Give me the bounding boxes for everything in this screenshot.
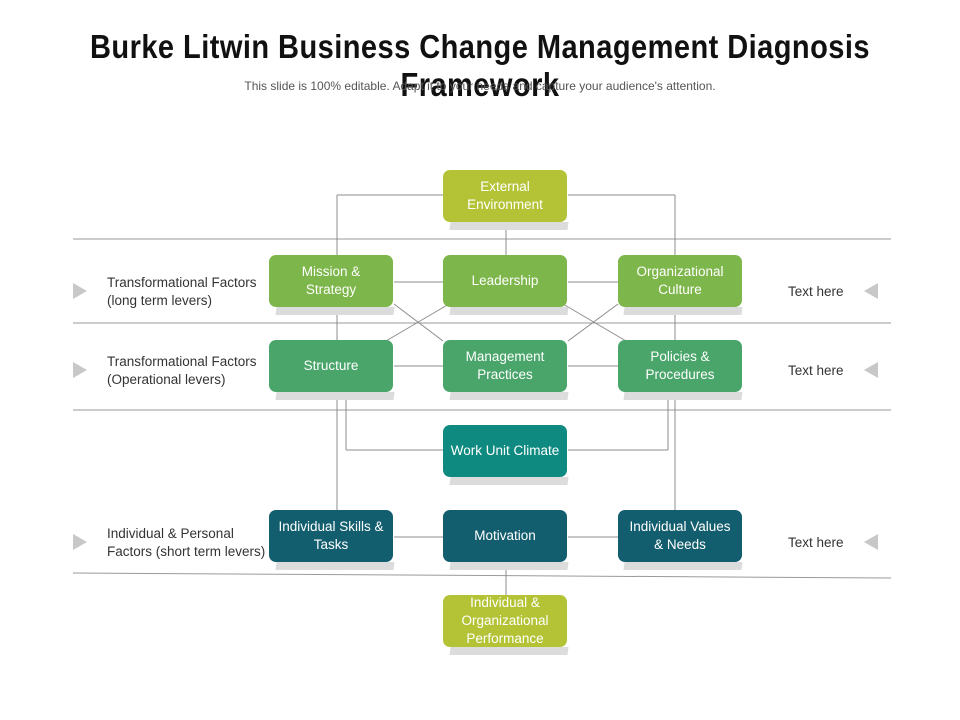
work-unit-climate-box: Work Unit Climate	[443, 425, 567, 477]
box-shadow	[623, 392, 743, 400]
box-shadow	[449, 222, 569, 230]
policies-procedures-box: Policies & Procedures	[618, 340, 742, 392]
row-arrow-left-icon	[864, 283, 878, 299]
performance-box: Individual & Organizational Performance	[443, 595, 567, 647]
external-environment-box: External Environment	[443, 170, 567, 222]
box-shadow	[623, 562, 743, 570]
right-text-row-1: Text here	[788, 284, 844, 299]
row-arrow-right-icon	[73, 534, 87, 550]
row-arrow-right-icon	[73, 283, 87, 299]
box-shadow	[449, 307, 569, 315]
organizational-culture-box: Organizational Culture	[618, 255, 742, 307]
slide-subtitle: This slide is 100% editable. Adapt it to…	[244, 79, 716, 93]
box-shadow	[449, 392, 569, 400]
right-text-row-2: Text here	[788, 363, 844, 378]
box-shadow	[623, 307, 743, 315]
row-arrow-left-icon	[864, 534, 878, 550]
band-divider	[72, 572, 892, 579]
connector	[385, 303, 450, 342]
box-shadow	[275, 307, 395, 315]
mission-strategy-box: Mission & Strategy	[269, 255, 393, 307]
individual-skills-tasks-box: Individual Skills & Tasks	[269, 510, 393, 562]
leadership-box: Leadership	[443, 255, 567, 307]
management-practices-box: Management Practices	[443, 340, 567, 392]
row-arrow-left-icon	[864, 362, 878, 378]
connector	[562, 303, 627, 342]
box-shadow	[275, 392, 395, 400]
connector	[567, 303, 619, 342]
individual-values-needs-box: Individual Values & Needs	[618, 510, 742, 562]
box-shadow	[275, 562, 395, 570]
structure-box: Structure	[269, 340, 393, 392]
connector	[393, 303, 444, 342]
row-label-short-term: Individual & Personal Factors (short ter…	[107, 526, 266, 559]
box-shadow	[449, 477, 569, 485]
box-shadow	[449, 647, 569, 655]
row-arrow-right-icon	[73, 362, 87, 378]
row-label-long-term: Transformational Factors (long term leve…	[107, 275, 257, 308]
row-label-operational: Transformational Factors (Operational le…	[107, 354, 257, 387]
slide-title: Burke Litwin Business Change Management …	[90, 28, 870, 103]
right-text-row-3: Text here	[788, 535, 844, 550]
box-shadow	[449, 562, 569, 570]
motivation-box: Motivation	[443, 510, 567, 562]
